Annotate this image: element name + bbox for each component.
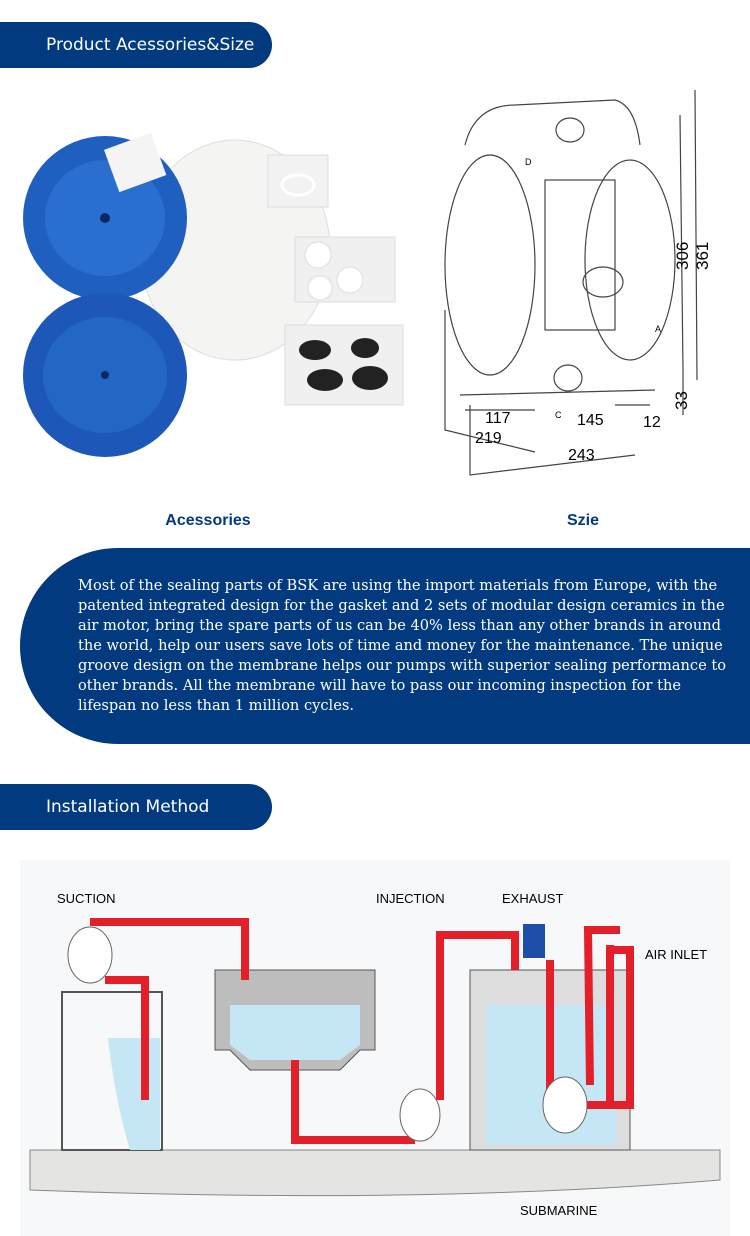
accessories-photo [23,132,404,457]
dim-145: 145 [577,412,604,429]
caption-size: Szie [566,512,600,529]
description-box: Most of the sealing parts of BSK are usi… [20,548,750,744]
dim-306: 306 [673,242,692,270]
dim-label-c: C [555,410,562,420]
label-exhaust: EXHAUST [502,891,563,906]
caption-accessories: Acessories [165,512,251,529]
dim-219: 219 [475,430,502,447]
installation-diagram: SUCTION INJECTION EXHAUST AIR INLET SUBM… [20,860,730,1236]
section-title: Installation Method [46,797,210,817]
label-air-inlet: AIR INLET [645,947,707,962]
dim-12: 12 [643,414,661,431]
section-title: Product Acessories&Size [46,35,255,55]
dim-label-d: D [525,157,532,167]
section-banner-accessories: Product Acessories&Size [0,22,272,68]
dim-33: 33 [672,391,691,410]
pump-dimension-drawing: D A C 306 361 33 117 219 145 12 243 [444,89,712,476]
dim-117: 117 [485,410,511,427]
dim-361: 361 [693,242,712,270]
description-text: Most of the sealing parts of BSK are usi… [78,577,726,714]
section-banner-installation: Installation Method [0,784,272,830]
label-suction: SUCTION [57,891,116,906]
label-injection: INJECTION [376,891,445,906]
dim-243: 243 [568,447,595,464]
label-submarine: SUBMARINE [520,1203,598,1218]
dim-label-a: A [655,324,661,334]
